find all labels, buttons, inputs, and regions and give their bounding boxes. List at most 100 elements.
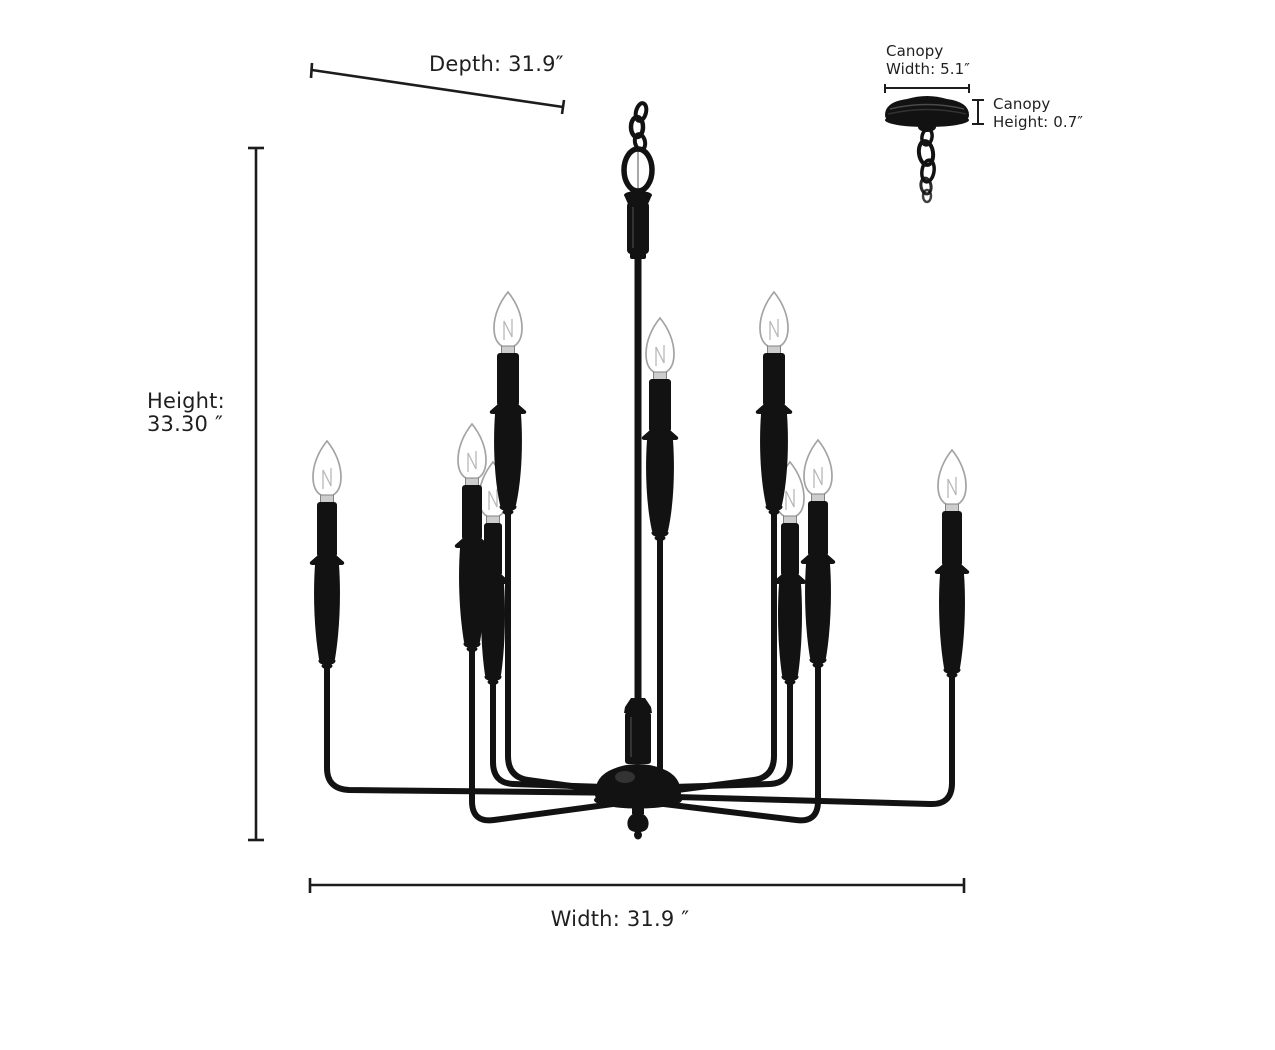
candle-sleeve xyxy=(497,353,519,406)
candle-cap-ring xyxy=(768,509,780,515)
bulb-filament xyxy=(322,468,332,489)
candle-body xyxy=(778,584,802,675)
canopy-base xyxy=(885,113,969,127)
candle-cap xyxy=(499,503,517,511)
candle-bobeche xyxy=(755,404,793,414)
chandelier-candles xyxy=(309,290,970,685)
candle-cap-ring xyxy=(784,679,796,685)
candle-bobeche xyxy=(489,404,527,414)
candle-body xyxy=(805,564,831,658)
chandelier-hub xyxy=(594,764,682,840)
chandelier-arm xyxy=(636,498,777,798)
lower-collar-flare xyxy=(624,698,652,713)
canopy-height-dimension-line xyxy=(972,99,984,125)
chandelier-arm xyxy=(505,498,639,798)
candle-bulb xyxy=(493,290,523,349)
width-label: Width: 31.9 ″ xyxy=(550,907,690,931)
candle-sleeve xyxy=(942,511,962,566)
candle-bobeche xyxy=(773,574,807,584)
chandelier-arm xyxy=(469,635,638,824)
height-label: Height: 33.30 ″ xyxy=(147,390,225,436)
chandelier-stem xyxy=(621,101,655,764)
chandelier-arm xyxy=(324,652,640,796)
canopy-height-label-line2: Height: 0.7″ xyxy=(993,113,1084,131)
stem-top-cylinder xyxy=(627,202,649,254)
candle-body xyxy=(494,414,522,505)
candle-cap xyxy=(651,529,669,537)
candle-cap-ring xyxy=(466,646,478,652)
candle-cap xyxy=(809,656,827,664)
candle-sleeve xyxy=(462,485,482,540)
bulb-filament xyxy=(488,489,498,510)
candle-cap-ring xyxy=(321,663,333,669)
canopy-figure xyxy=(885,96,969,204)
stem-collar-flare xyxy=(624,195,652,204)
candle-cap xyxy=(484,673,502,681)
candle-body xyxy=(646,440,674,531)
bulb-filament xyxy=(655,345,665,366)
bulb-filament xyxy=(785,489,795,510)
candle-cap-ring xyxy=(502,509,514,515)
finial-tip xyxy=(634,830,642,840)
candle-body xyxy=(939,574,965,668)
chandelier-arm xyxy=(636,668,793,791)
hanging-chain xyxy=(628,101,649,152)
candle-bobeche xyxy=(800,554,836,564)
canopy-rim-line xyxy=(887,108,967,115)
candle-bulb xyxy=(312,439,342,498)
candle-bulb xyxy=(803,438,833,497)
candle-sleeve xyxy=(763,353,785,406)
stem-cylinder-base-ring xyxy=(630,252,646,259)
bulb-filament xyxy=(467,451,477,472)
bulb-filament xyxy=(813,467,823,488)
canopy-width-label: Canopy Width: 5.1″ xyxy=(886,42,970,78)
height-label-line2: 33.30 ″ xyxy=(147,412,224,436)
center-rod xyxy=(634,258,642,703)
canopy-height-label-line1: Canopy xyxy=(993,95,1051,113)
depth-dimension-line xyxy=(309,62,566,115)
chandelier-arm xyxy=(637,661,955,808)
canopy-rim-highlight xyxy=(889,103,965,110)
canopy-width-dimension-line xyxy=(884,84,970,93)
candle-bulb xyxy=(457,422,487,481)
candle-cap xyxy=(765,503,783,511)
candle-cap-ring xyxy=(946,672,958,678)
candle-bobeche xyxy=(934,564,970,574)
candle-cap xyxy=(463,640,481,648)
candle-body xyxy=(481,584,505,675)
chandelier-arm xyxy=(647,524,663,786)
canopy-width-label-line2: Width: 5.1″ xyxy=(886,60,970,78)
candle-cap xyxy=(781,673,799,681)
candle-bobeche xyxy=(641,430,679,440)
candle-cap-ring xyxy=(812,662,824,668)
candle-sleeve xyxy=(484,523,502,576)
candle-body xyxy=(459,548,485,642)
candle-cap-ring xyxy=(487,679,499,685)
canopy-chain xyxy=(916,127,936,204)
candle-sleeve xyxy=(649,379,671,432)
candle-bobeche xyxy=(309,555,345,565)
bulb-filament xyxy=(947,477,957,498)
candle-sleeve xyxy=(317,502,337,557)
hub-highlight xyxy=(615,771,635,783)
width-dimension-line xyxy=(308,878,966,893)
bulb-filament xyxy=(503,319,513,340)
bulb-filament xyxy=(769,319,779,340)
height-dimension-line xyxy=(248,146,264,842)
depth-label: Depth: 31.9″ xyxy=(429,52,564,76)
candle-sleeve xyxy=(781,523,799,576)
hub-base-rim xyxy=(594,791,682,809)
canopy-width-label-line1: Canopy xyxy=(886,42,944,60)
candle-body xyxy=(760,414,788,505)
chandelier-arm xyxy=(490,668,639,791)
candle-cap-ring xyxy=(654,535,666,541)
canopy-height-label: Canopy Height: 0.7″ xyxy=(993,95,1083,131)
height-label-line1: Height: xyxy=(147,389,225,413)
candle-bulb xyxy=(937,448,967,507)
candle-body xyxy=(314,565,340,659)
candle-cap xyxy=(318,657,336,665)
finial-stem xyxy=(632,804,644,814)
candle-sleeve xyxy=(808,501,828,556)
